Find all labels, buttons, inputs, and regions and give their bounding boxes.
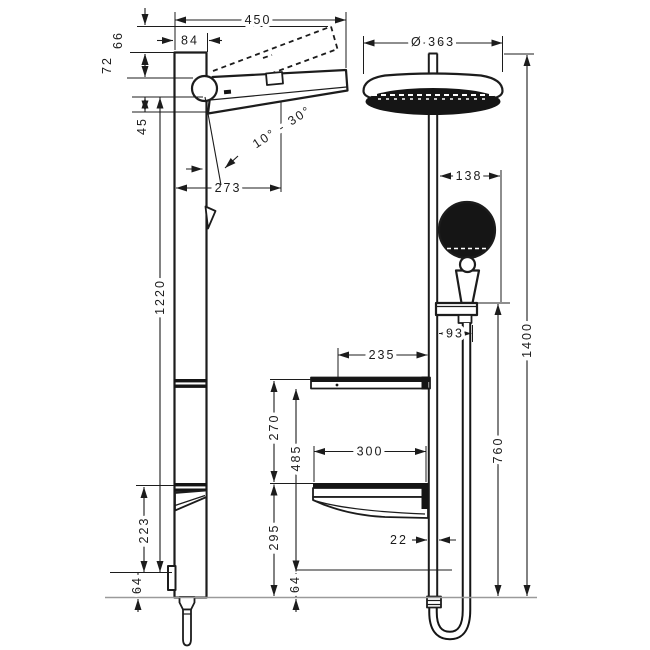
dim-45-label: 45 xyxy=(135,117,149,135)
overhead-shower xyxy=(362,72,504,115)
dim-84-label: 84 xyxy=(181,34,199,48)
hand-shower-holder xyxy=(434,301,479,324)
dim-295-label: 295 xyxy=(267,524,281,551)
dim-273-label: 273 xyxy=(215,181,242,195)
hose-fitting xyxy=(426,595,442,609)
wall-inlet-block xyxy=(167,565,177,591)
pivot-joint xyxy=(190,74,219,103)
lower-shelf-side xyxy=(174,483,208,512)
dim-138-label: 138 xyxy=(456,169,483,183)
angle-vertex-line xyxy=(204,96,222,186)
bottom-outlet xyxy=(178,596,196,647)
dim-64-left-label: 64 xyxy=(130,576,144,594)
hand-shower-head xyxy=(437,200,497,260)
dim-363-label: Ø 363 xyxy=(411,35,455,49)
dim-300-label: 300 xyxy=(357,445,384,459)
upper-shelf-side xyxy=(174,379,207,388)
dim-1220-label: 1220 xyxy=(153,279,167,315)
dim-760-label: 760 xyxy=(491,437,505,464)
side-view-group xyxy=(167,25,349,647)
dim-235-label: 235 xyxy=(369,348,396,362)
upper-shelf xyxy=(310,376,431,390)
hand-shower-pivot xyxy=(458,255,477,274)
lower-shelf-soap-dish xyxy=(312,483,429,519)
dim-64-right-label: 64 xyxy=(288,575,302,593)
hand-shower xyxy=(437,200,497,305)
dim-72-label: 72 xyxy=(100,56,114,74)
dim-22-label: 22 xyxy=(390,533,408,547)
dim-66-label: 66 xyxy=(111,31,125,49)
dim-223-label: 223 xyxy=(137,517,151,544)
dim-450-label: 450 xyxy=(245,13,272,27)
hand-shower-handle xyxy=(454,269,481,305)
diverter-handle xyxy=(204,205,217,230)
dim-angle-label: 10° - 30° xyxy=(250,103,314,151)
dim-1400-label: 1400 xyxy=(520,322,534,358)
dim-93-label: 93 xyxy=(446,327,464,341)
shower-arm xyxy=(206,68,349,115)
dim-485-label: 485 xyxy=(289,445,303,472)
spray-face xyxy=(365,88,501,115)
shower-hose xyxy=(426,323,472,641)
dim-270-label: 270 xyxy=(267,414,281,441)
shower-pipe xyxy=(427,52,439,597)
front-view-group xyxy=(310,52,504,641)
extension-lines xyxy=(110,12,534,573)
shower-bar xyxy=(173,51,208,599)
